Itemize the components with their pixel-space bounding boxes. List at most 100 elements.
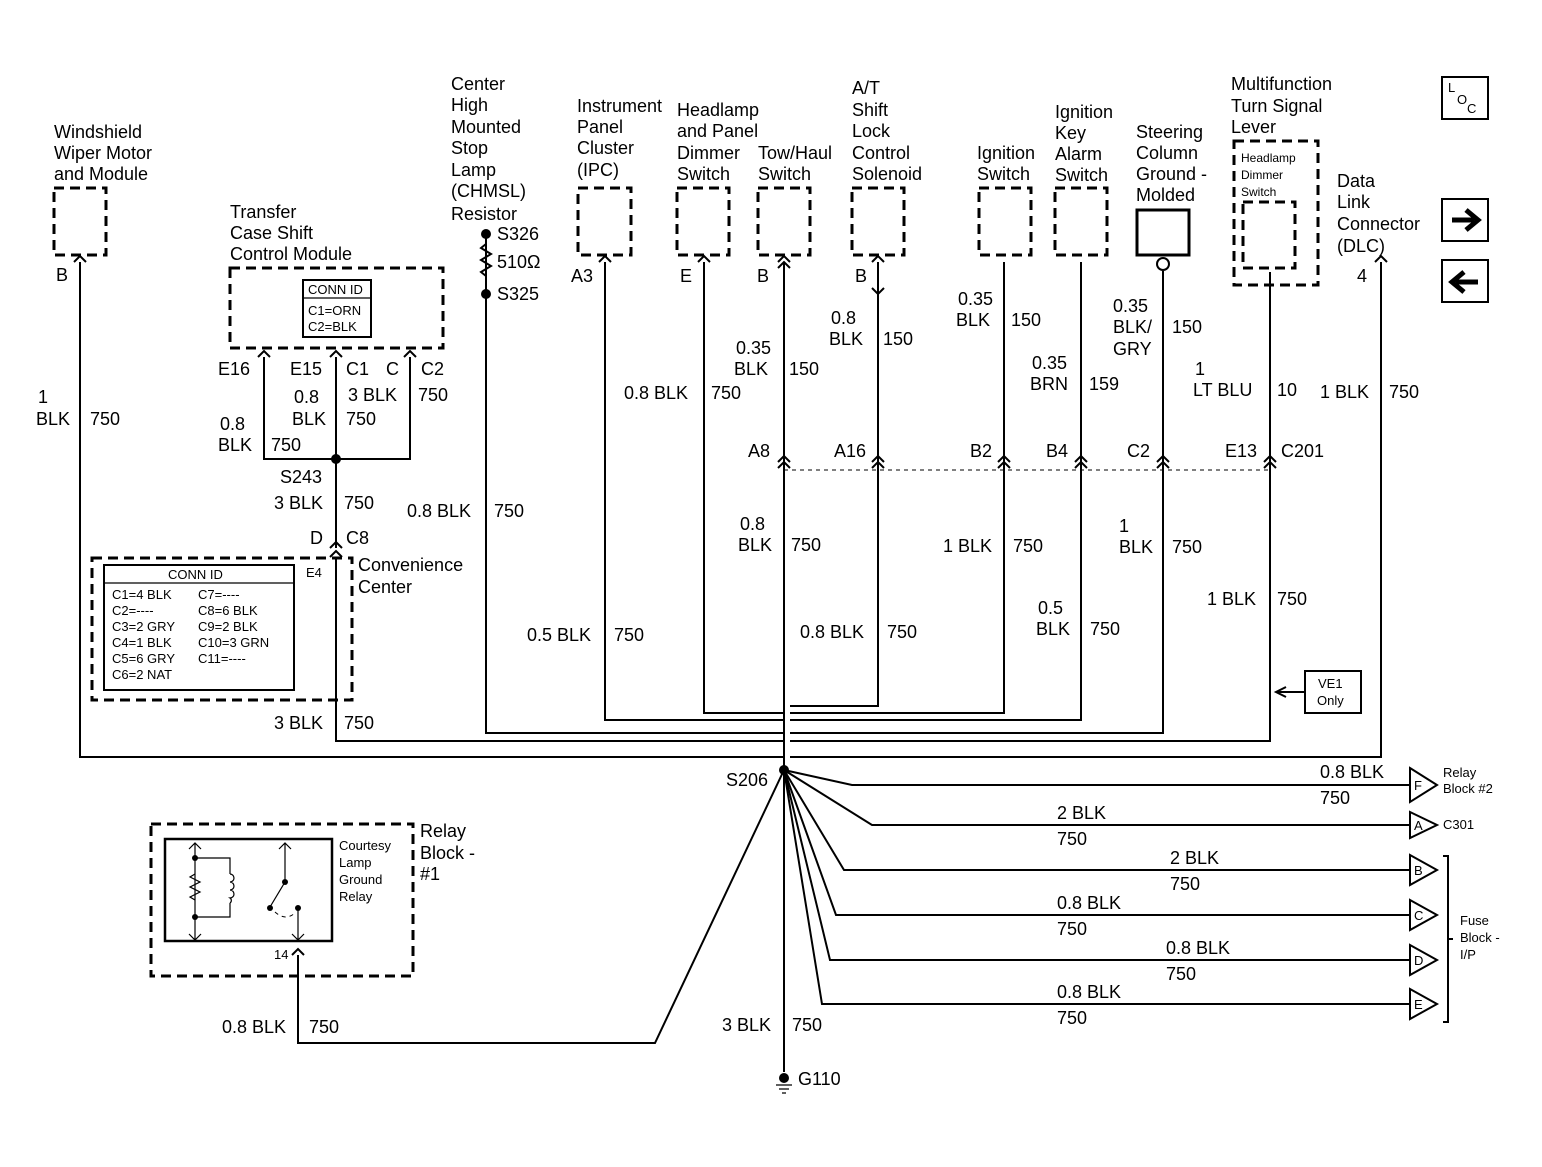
ground-g110-label: G110: [798, 1069, 841, 1089]
wire-out-c: [783, 769, 1410, 916]
svg-text:0.8 BLK: 0.8 BLK: [624, 383, 688, 403]
wire-chmsl: [485, 294, 784, 734]
ignition-switch-box[interactable]: [977, 186, 1033, 257]
svg-text:0.35: 0.35: [1032, 353, 1067, 373]
ve1-only-text: VE1 Only: [1317, 676, 1346, 708]
svg-text:B: B: [855, 266, 867, 286]
wiper-module-label: Windshield Wiper Motor and Module: [54, 122, 157, 184]
svg-text:E13: E13: [1225, 441, 1257, 461]
svg-text:C6=2 NAT: C6=2 NAT: [112, 667, 172, 682]
previous-page-icon[interactable]: [1441, 259, 1489, 303]
splice-s206-dot: [779, 765, 789, 775]
relay-block-1-box[interactable]: [149, 822, 415, 978]
multifunction-lever-box[interactable]: [1232, 139, 1320, 287]
relay-coil-symbol: [188, 842, 235, 941]
svg-text:159: 159: [1089, 374, 1119, 394]
svg-text:750: 750: [1170, 874, 1200, 894]
svg-text:0.8 BLK: 0.8 BLK: [1320, 762, 1384, 782]
svg-text:0.8: 0.8: [294, 387, 319, 407]
svg-text:3 BLK: 3 BLK: [274, 493, 323, 513]
svg-text:1: 1: [38, 387, 48, 407]
svg-text:150: 150: [1011, 310, 1041, 330]
splice-s325-label: S325: [497, 284, 539, 304]
svg-text:14: 14: [274, 947, 288, 962]
ipc-box[interactable]: [576, 186, 633, 257]
svg-text:C3=2 GRY: C3=2 GRY: [112, 619, 175, 634]
wire-steering: [790, 271, 1164, 734]
conv-conn-col2: C7=---- C8=6 BLK C9=2 BLK C10=3 GRN C11=…: [198, 587, 269, 666]
svg-text:B4: B4: [1046, 441, 1068, 461]
pin-labels: B E16 E15 C1 C C2 D C8 E4 A3 E B B 4 14 …: [56, 265, 1367, 962]
svg-text:4: 4: [1357, 266, 1367, 286]
svg-text:10: 10: [1277, 380, 1297, 400]
svg-text:3 BLK: 3 BLK: [722, 1015, 771, 1035]
tccm-conn-row: C2=BLK: [308, 319, 357, 334]
wire-out-e: [783, 769, 1410, 1005]
svg-text:0.35: 0.35: [958, 289, 993, 309]
svg-text:0.8 BLK: 0.8 BLK: [1166, 938, 1230, 958]
svg-text:3 BLK: 3 BLK: [274, 713, 323, 733]
svg-text:C: C: [1467, 101, 1476, 116]
pin-out-a: A: [1414, 818, 1423, 833]
svg-text:A16: A16: [834, 441, 866, 461]
svg-text:750: 750: [418, 385, 448, 405]
wire-ignition: [790, 262, 1005, 714]
splice-s243-dot: [331, 454, 341, 464]
svg-text:750: 750: [271, 435, 301, 455]
svg-text:C2: C2: [421, 359, 444, 379]
svg-text:BLK: BLK: [1119, 537, 1153, 557]
dimmer-switch-box[interactable]: [675, 186, 731, 257]
output-connectors[interactable]: [1409, 766, 1453, 1023]
svg-text:0.35: 0.35: [1113, 296, 1148, 316]
wire-relay1: [297, 769, 785, 1044]
resistor-symbol: [479, 243, 493, 277]
svg-text:150: 150: [883, 329, 913, 349]
wire-wiper: [79, 262, 784, 758]
ve1-only-note: [1304, 670, 1362, 714]
svg-text:750: 750: [791, 535, 821, 555]
svg-text:E: E: [680, 266, 692, 286]
svg-text:C: C: [386, 359, 399, 379]
svg-text:E4: E4: [306, 565, 322, 580]
steering-ground-box[interactable]: [1135, 208, 1191, 257]
wire-ipc: [604, 262, 784, 721]
convenience-center-label: Convenience Center: [358, 555, 468, 597]
svg-text:750: 750: [1013, 536, 1043, 556]
tow-haul-switch-box[interactable]: [756, 186, 812, 257]
svg-text:3 BLK: 3 BLK: [348, 385, 397, 405]
connector-chevrons: [73, 254, 1388, 956]
location-icon[interactable]: L O C: [1441, 76, 1489, 120]
next-page-icon[interactable]: [1441, 198, 1489, 242]
svg-text:B: B: [56, 265, 68, 285]
transfer-case-module-box[interactable]: [228, 266, 445, 350]
splice-s243-label: S243: [280, 467, 322, 487]
wiper-module-box[interactable]: [52, 186, 108, 257]
wires: [79, 234, 1410, 1072]
wire-conv: [335, 557, 784, 742]
courtesy-lamp-relay[interactable]: [163, 837, 334, 943]
pin-out-e: E: [1414, 997, 1423, 1012]
svg-text:C8=6 BLK: C8=6 BLK: [198, 603, 258, 618]
instrument-cluster-label: Instrument Panel Cluster (IPC): [577, 96, 667, 180]
svg-text:0.8 BLK: 0.8 BLK: [222, 1017, 286, 1037]
svg-text:750: 750: [792, 1015, 822, 1035]
convenience-center-box[interactable]: [90, 556, 354, 702]
svg-text:BLK/: BLK/: [1113, 317, 1152, 337]
wire-out-b: [783, 769, 1410, 871]
key-alarm-switch-box[interactable]: [1053, 186, 1109, 257]
relay-block-2-label: Relay Block #2: [1443, 765, 1493, 796]
svg-text:1: 1: [1195, 359, 1205, 379]
splice-s206-label: S206: [726, 770, 768, 790]
conv-conn-col1: C1=4 BLK C2=---- C3=2 GRY C4=1 BLK C5=6 …: [112, 587, 175, 682]
svg-text:750: 750: [887, 622, 917, 642]
svg-text:750: 750: [494, 501, 524, 521]
shift-lock-solenoid-box[interactable]: [850, 186, 906, 257]
svg-text:150: 150: [789, 359, 819, 379]
svg-text:C1=4 BLK: C1=4 BLK: [112, 587, 172, 602]
pin-out-f: F: [1414, 778, 1422, 793]
svg-text:2 BLK: 2 BLK: [1170, 848, 1219, 868]
dimmer-switch-label: Headlamp and Panel Dimmer Switch: [677, 100, 764, 184]
multi-dimmer-inner-box: [1241, 200, 1297, 270]
svg-text:D: D: [310, 528, 323, 548]
ve1-arrow: [1273, 686, 1304, 698]
